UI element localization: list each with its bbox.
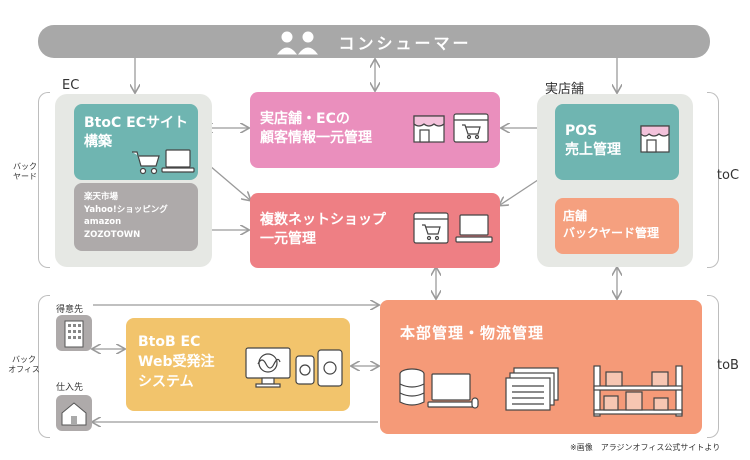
image-credit: ※画像 アラジンオフィス公式サイトより (570, 443, 721, 452)
crm-label: 実店舗・ECの 顧客情報一元管理 (260, 111, 372, 146)
backoffice-label: バック オフィス (8, 355, 40, 374)
multi-shop-label: 複数ネットショップ 一元管理 (260, 212, 386, 247)
marketplaces-box: 楽天市場 Yahoo!ショッピング amazon ZOZOTOWN (74, 183, 198, 251)
hq-logistics-label: 本部管理・物流管理 (400, 324, 545, 342)
hq-logistics-box: 本部管理・物流管理 (380, 300, 702, 434)
btoc-ec-box: BtoC ECサイト 構築 (74, 104, 198, 180)
consumer-label: コンシューマー (338, 33, 472, 53)
store-backyard-label: 店舗 バックヤード管理 (563, 209, 660, 240)
store-front-icon (413, 115, 445, 143)
house-icon (61, 402, 87, 426)
consumer-people-icon (277, 31, 319, 54)
laptop-icon (455, 214, 493, 243)
backoffice-bracket (38, 295, 50, 438)
store-panel-label: 実店舗 (545, 82, 585, 97)
tob-label: toB (717, 358, 739, 373)
customer-label: 得意先 (56, 305, 84, 315)
store-backyard-box: 店舗 バックヤード管理 (555, 198, 679, 254)
documents-icon (505, 367, 559, 411)
devices-icon (245, 347, 343, 388)
supplier-label: 仕入先 (56, 383, 84, 393)
cart-computer-icon (132, 149, 195, 175)
btob-ec-box: BtoB EC Web受発注 システム (126, 318, 350, 411)
warehouse-shelf-icon (593, 365, 683, 417)
server-computer-icon (399, 368, 479, 409)
ec-panel-label: EC (62, 78, 80, 93)
consumer-bar: コンシューマー (38, 25, 710, 58)
supplier-icon-box (56, 395, 92, 431)
btoc-ec-label: BtoC ECサイト 構築 (84, 115, 188, 150)
backyard-bracket (38, 92, 50, 268)
pos-label: POS 売上管理 (565, 123, 621, 158)
backyard-label: バック ヤード (13, 162, 37, 181)
toc-label: toC (716, 168, 740, 183)
crm-box: 実店舗・ECの 顧客情報一元管理 (250, 92, 500, 168)
btob-ec-label: BtoB EC Web受発注 システム (138, 334, 215, 390)
pos-box: POS 売上管理 (555, 104, 679, 180)
store-front-icon (640, 125, 670, 153)
marketplaces-label: 楽天市場 Yahoo!ショッピング amazon ZOZOTOWN (84, 192, 168, 240)
customer-icon-box (56, 315, 92, 351)
browser-shop-icon (413, 212, 449, 244)
browser-cart-icon (453, 113, 489, 143)
multi-shop-box: 複数ネットショップ 一元管理 (250, 193, 500, 268)
building-icon (64, 320, 84, 348)
